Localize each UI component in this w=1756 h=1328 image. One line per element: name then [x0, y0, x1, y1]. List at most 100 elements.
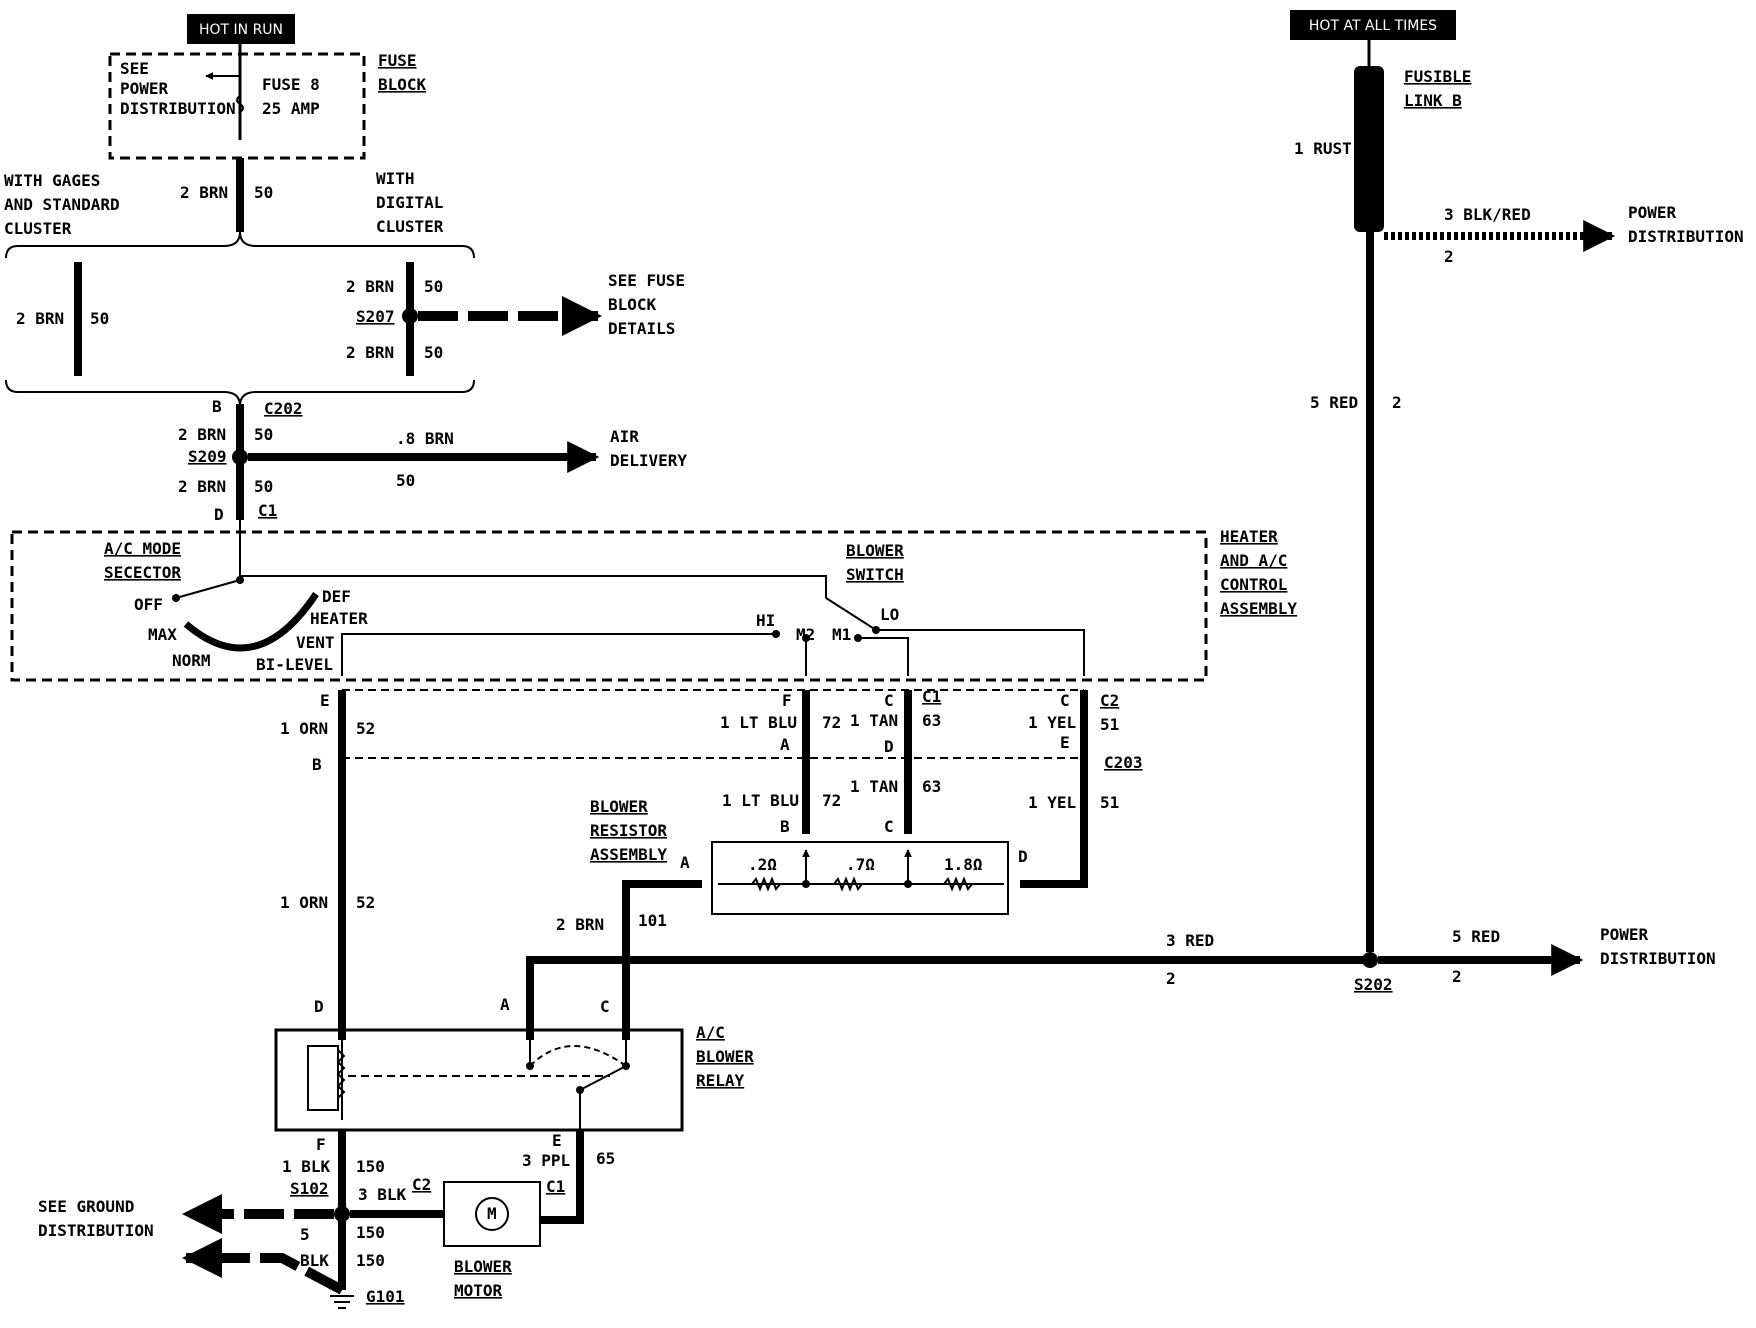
svg-text:C1: C1: [922, 687, 941, 706]
svg-text:E: E: [320, 691, 330, 710]
svg-text:D: D: [214, 505, 224, 524]
svg-text:S202: S202: [1354, 975, 1393, 994]
svg-text:MAX: MAX: [148, 625, 177, 644]
svg-text:C: C: [1060, 691, 1070, 710]
svg-text:.7Ω: .7Ω: [846, 855, 875, 874]
svg-text:3 PPL: 3 PPL: [522, 1151, 570, 1170]
svg-text:HI: HI: [756, 611, 775, 630]
svg-text:FUSE: FUSE: [378, 51, 417, 70]
svg-text:50: 50: [254, 425, 273, 444]
svg-text:DISTRIBUTION: DISTRIBUTION: [1600, 949, 1716, 968]
svg-text:DELIVERY: DELIVERY: [610, 451, 687, 470]
svg-text:DIGITAL: DIGITAL: [376, 193, 443, 212]
svg-text:AND A/C: AND A/C: [1220, 551, 1287, 570]
svg-text:C2: C2: [412, 1175, 431, 1194]
svg-text:B: B: [780, 817, 790, 836]
svg-text:C203: C203: [1104, 753, 1143, 772]
fusible-link-b: 1 RUST FUSIBLE LINK B: [1294, 40, 1471, 232]
svg-text:BLOCK: BLOCK: [608, 295, 657, 314]
svg-text:.2Ω: .2Ω: [748, 855, 777, 874]
svg-text:A: A: [500, 995, 510, 1014]
svg-text:S102: S102: [290, 1179, 329, 1198]
cluster-option-brace: [5, 231, 475, 259]
svg-text:CLUSTER: CLUSTER: [376, 217, 444, 236]
svg-text:2 BRN: 2 BRN: [556, 915, 604, 934]
svg-text:2: 2: [1452, 967, 1462, 986]
svg-text:C: C: [600, 997, 610, 1016]
svg-text:D: D: [1018, 847, 1028, 866]
svg-text:50: 50: [424, 343, 443, 362]
svg-text:BLOWER: BLOWER: [696, 1047, 754, 1066]
svg-text:C: C: [884, 691, 894, 710]
svg-text:F: F: [316, 1135, 326, 1154]
svg-text:2: 2: [1444, 247, 1454, 266]
svg-text:CONTROL: CONTROL: [1220, 575, 1287, 594]
hot-in-run-tag: HOT IN RUN: [187, 14, 295, 44]
svg-text:VENT: VENT: [296, 633, 335, 652]
splice-s102: [334, 1206, 350, 1222]
svg-text:BLOCK: BLOCK: [378, 75, 427, 94]
svg-text:A/C: A/C: [696, 1023, 725, 1042]
svg-text:D: D: [314, 997, 324, 1016]
svg-text:LO: LO: [880, 605, 899, 624]
svg-text:1 YEL: 1 YEL: [1028, 713, 1076, 732]
heater-ac-control-assembly: A/C MODE SECECTOR OFF MAX NORM DEF HEATE…: [10, 520, 1297, 682]
svg-text:B: B: [312, 755, 322, 774]
svg-text:2 BRN: 2 BRN: [180, 183, 228, 202]
svg-text:RELAY: RELAY: [696, 1071, 745, 1090]
svg-text:25 AMP: 25 AMP: [262, 99, 320, 118]
svg-text:2 BRN: 2 BRN: [178, 425, 226, 444]
svg-text:SEE GROUND: SEE GROUND: [38, 1197, 134, 1216]
svg-text:WITH: WITH: [376, 169, 415, 188]
fuse-block: SEE POWER DISTRIBUTION FUSE 8 25 AMP FUS…: [108, 44, 427, 160]
svg-text:A: A: [780, 735, 790, 754]
svg-text:HEATER: HEATER: [1220, 527, 1278, 546]
svg-text:101: 101: [638, 911, 667, 930]
svg-text:MOTOR: MOTOR: [454, 1281, 503, 1300]
svg-text:D: D: [884, 737, 894, 756]
svg-text:M2: M2: [796, 625, 815, 644]
svg-text:A/C MODE: A/C MODE: [104, 539, 181, 558]
cluster-merge-brace: [5, 379, 475, 407]
svg-text:1.8Ω: 1.8Ω: [944, 855, 983, 874]
svg-text:52: 52: [356, 893, 375, 912]
svg-text:1 YEL: 1 YEL: [1028, 793, 1076, 812]
svg-text:POWER: POWER: [120, 79, 169, 98]
splice-s209: [232, 449, 248, 465]
svg-text:.8 BRN: .8 BRN: [396, 429, 454, 448]
svg-text:51: 51: [1100, 715, 1119, 734]
ground-g101: G101: [330, 1287, 405, 1309]
svg-text:50: 50: [424, 277, 443, 296]
svg-text:POWER: POWER: [1600, 925, 1649, 944]
svg-text:C2: C2: [1100, 691, 1119, 710]
svg-text:50: 50: [90, 309, 109, 328]
svg-text:2 BRN: 2 BRN: [346, 277, 394, 296]
svg-text:2 BRN: 2 BRN: [346, 343, 394, 362]
svg-text:50: 50: [254, 477, 273, 496]
svg-text:CLUSTER: CLUSTER: [4, 219, 72, 238]
svg-text:ASSEMBLY: ASSEMBLY: [1220, 599, 1297, 618]
svg-text:1 LT BLU: 1 LT BLU: [722, 791, 799, 810]
svg-text:C: C: [884, 817, 894, 836]
svg-text:S207: S207: [356, 307, 395, 326]
svg-text:3 BLK/RED: 3 BLK/RED: [1444, 205, 1531, 224]
svg-text:DISTRIBUTION: DISTRIBUTION: [38, 1221, 154, 1240]
svg-text:2: 2: [1166, 969, 1176, 988]
svg-text:72: 72: [822, 791, 841, 810]
svg-text:50: 50: [396, 471, 415, 490]
svg-text:HOT AT ALL TIMES: HOT AT ALL TIMES: [1309, 18, 1437, 34]
svg-text:1 BLK: 1 BLK: [282, 1157, 331, 1176]
svg-text:5: 5: [300, 1225, 310, 1244]
svg-text:FUSE 8: FUSE 8: [262, 75, 320, 94]
svg-text:52: 52: [356, 719, 375, 738]
svg-text:150: 150: [356, 1251, 385, 1270]
svg-text:G101: G101: [366, 1287, 405, 1306]
svg-text:DETAILS: DETAILS: [608, 319, 675, 338]
svg-text:C1: C1: [258, 501, 277, 520]
svg-text:1 LT BLU: 1 LT BLU: [720, 713, 797, 732]
svg-text:POWER: POWER: [1628, 203, 1677, 222]
svg-text:50: 50: [254, 183, 273, 202]
hot-at-all-times-tag: HOT AT ALL TIMES: [1290, 10, 1456, 40]
blower-resistor-assembly: .2Ω .7Ω 1.8Ω BLOWER RESISTOR ASSEMBLY: [590, 797, 1009, 915]
